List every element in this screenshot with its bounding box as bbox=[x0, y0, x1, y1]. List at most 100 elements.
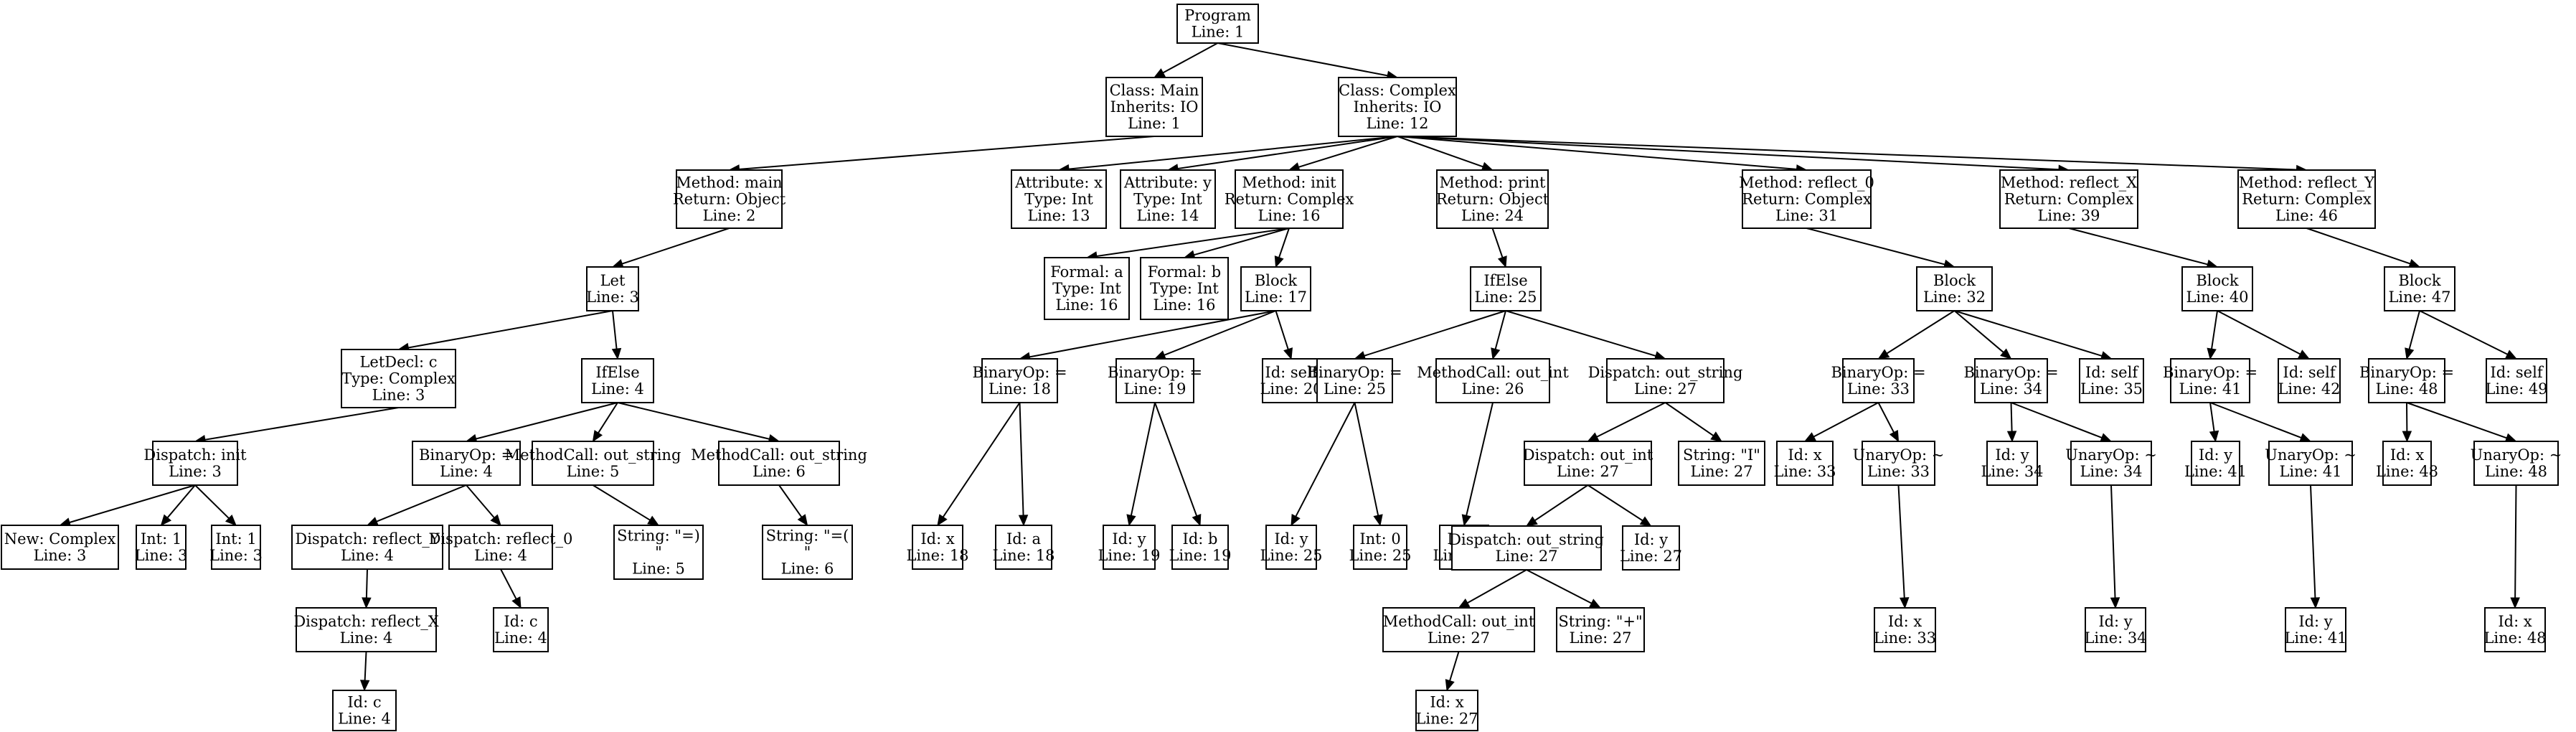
node-box bbox=[1120, 169, 1216, 229]
node-label-line: IfElse bbox=[1483, 272, 1527, 289]
node-label-line: Return: Complex bbox=[2004, 191, 2134, 208]
node-box bbox=[412, 441, 521, 486]
node-box bbox=[2368, 358, 2445, 403]
node-label-line: Id: y bbox=[2098, 613, 2132, 630]
tree-node: UnaryOp: ~Line: 48 bbox=[2471, 441, 2562, 486]
node-label-line: Type: Int bbox=[1024, 191, 1093, 208]
node-label-line: Id: self bbox=[2283, 364, 2336, 381]
node-label-line: Dispatch: out_int bbox=[1523, 446, 1653, 464]
node-label-line: Inherits: IO bbox=[1110, 98, 1198, 116]
edge-line bbox=[1397, 136, 1483, 168]
node-label-line: Line: 4 bbox=[591, 380, 644, 398]
edge-arrowhead bbox=[1192, 514, 1202, 527]
node-label-line: Id: self bbox=[2490, 364, 2544, 381]
edge-line bbox=[1275, 310, 1289, 349]
node-label-line: Class: Main bbox=[1110, 82, 1199, 99]
edge-line bbox=[2211, 310, 2218, 349]
node-label-line: Line: 49 bbox=[2485, 380, 2547, 398]
edge-line bbox=[1886, 310, 1955, 355]
edge-arrowhead bbox=[1710, 431, 1723, 442]
node-box bbox=[1742, 169, 1872, 229]
node-box bbox=[448, 525, 553, 570]
node-label-line: Line: 32 bbox=[1923, 288, 1986, 306]
node-label-line: Int: 1 bbox=[215, 530, 256, 548]
edge-line bbox=[364, 651, 367, 681]
node-label-line: Id: b bbox=[1183, 530, 1218, 548]
edge-line bbox=[2209, 402, 2215, 432]
edge-arrowhead bbox=[362, 597, 372, 609]
node-label-line: Return: Complex bbox=[1742, 191, 1872, 208]
edge-arrowhead bbox=[359, 680, 370, 692]
edge-line bbox=[1154, 402, 1198, 517]
node-label-line: Line: 46 bbox=[2275, 207, 2338, 225]
tree-node: String: "I"Line: 27 bbox=[1678, 441, 1765, 486]
edge-line bbox=[2310, 484, 2316, 599]
edge-arrowhead bbox=[1458, 599, 1471, 609]
edge-line bbox=[2011, 402, 2103, 438]
edge-line bbox=[1278, 227, 1290, 258]
node-label-line: Line: 24 bbox=[1461, 207, 1524, 225]
node-label-line: Line: 48 bbox=[2485, 463, 2547, 480]
edge-line bbox=[1068, 136, 1398, 170]
node-label-line: Line: 34 bbox=[1980, 380, 2042, 398]
node-box bbox=[291, 525, 443, 570]
node-label-line: Line: 18 bbox=[906, 547, 968, 564]
node-label-line: Line: 5 bbox=[632, 560, 685, 578]
node-label-line: Dispatch: out_string bbox=[1588, 364, 1743, 381]
node-box bbox=[1435, 358, 1550, 403]
node-label-line: Return: Complex bbox=[1225, 191, 1354, 208]
node-label-line: Line: 3 bbox=[34, 547, 87, 564]
node-box bbox=[532, 441, 654, 486]
node-box bbox=[2486, 358, 2547, 403]
edge-arrowhead bbox=[1153, 350, 1166, 360]
node-label-line: Line: 25 bbox=[1260, 547, 1322, 564]
edge-arrowhead bbox=[2505, 349, 2518, 360]
edge-line bbox=[1364, 310, 1506, 357]
node-label-line: Line: 27 bbox=[1428, 629, 1490, 647]
node-label-line: Formal: a bbox=[1050, 263, 1123, 281]
edge-line bbox=[1298, 136, 1398, 168]
node-label-line: Type: Complex bbox=[341, 370, 456, 388]
node-label-line: Line: 40 bbox=[2186, 288, 2248, 306]
node-label-line: String: "+" bbox=[1558, 613, 1642, 630]
edge-arrowhead bbox=[1283, 347, 1293, 360]
node-box bbox=[296, 607, 437, 652]
node-label-line: Line: 25 bbox=[1474, 288, 1537, 306]
node-label-line: Id: x bbox=[2498, 613, 2532, 630]
edge-arrowhead bbox=[1461, 514, 1471, 527]
edge-arrowhead bbox=[1497, 255, 1507, 268]
edge-arrowhead bbox=[1525, 516, 1538, 527]
edge-arrowhead bbox=[2006, 431, 2017, 443]
node-box bbox=[2285, 607, 2346, 652]
node-label-line: Line: 14 bbox=[1136, 207, 1199, 225]
tree-node: UnaryOp: ~Line: 33 bbox=[1853, 441, 1944, 486]
tree-node: BinaryOp: =Line: 48 bbox=[2359, 358, 2454, 403]
edge-line bbox=[2408, 310, 2420, 349]
node-label-line: Line: 3 bbox=[169, 463, 222, 480]
node-label-line: Line: 33 bbox=[1867, 463, 1930, 480]
node-label-line: Line: 3 bbox=[586, 288, 639, 306]
edge-line bbox=[1029, 310, 1276, 358]
node-label-line: String: "=( bbox=[766, 527, 849, 545]
node-label-line: String: "I" bbox=[1683, 446, 1760, 464]
node-box bbox=[1451, 525, 1602, 571]
node-label-line: MethodCall: out_int bbox=[1383, 613, 1535, 630]
node-box bbox=[2191, 441, 2240, 486]
node-box bbox=[2278, 358, 2341, 403]
node-label-line: UnaryOp: ~ bbox=[2265, 446, 2356, 464]
node-label-line: Inherits: IO bbox=[1353, 98, 1441, 116]
